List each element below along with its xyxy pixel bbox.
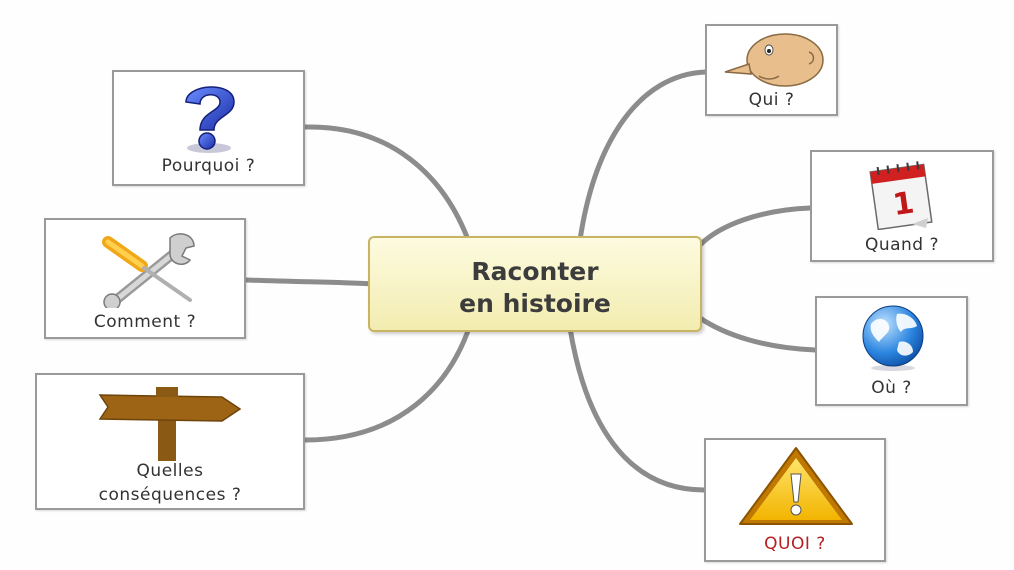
connector-comment <box>243 277 375 287</box>
node-pourquoi[interactable]: Pourquoi ? <box>112 70 305 186</box>
connector-consequences <box>302 322 473 443</box>
connector-quand <box>697 205 813 248</box>
label-qui: Qui ? <box>748 90 795 110</box>
warning-icon <box>739 447 853 525</box>
tools-icon <box>102 233 195 308</box>
label-pourquoi: Pourquoi ? <box>161 156 256 176</box>
central-topic[interactable]: Raconter en histoire <box>368 236 702 332</box>
node-qui[interactable]: Qui ? <box>705 24 838 116</box>
label-comment: Comment ? <box>93 312 197 332</box>
calendar-icon: 1 <box>869 161 933 230</box>
signpost-icon <box>98 387 242 461</box>
svg-text:1: 1 <box>891 185 917 223</box>
central-title-line1: Raconter <box>471 257 599 286</box>
question-mark-icon <box>185 86 235 153</box>
connector-qui <box>577 69 708 243</box>
label-consequences-line1: Quelles <box>136 461 204 481</box>
node-consequences[interactable]: Quelles conséquences ? <box>35 373 305 510</box>
connector-quoi <box>567 325 707 493</box>
node-quand[interactable]: 1 Quand ? <box>810 150 994 262</box>
node-ou[interactable]: Où ? <box>815 296 968 406</box>
label-ou: Où ? <box>871 378 912 398</box>
label-consequences-line2: conséquences ? <box>98 485 242 505</box>
connector-ou <box>697 315 818 353</box>
label-quand: Quand ? <box>864 235 940 255</box>
face-icon <box>724 33 824 87</box>
central-title-line2: en histoire <box>459 289 611 318</box>
connector-pourquoi <box>302 124 473 248</box>
label-quoi: QUOI ? <box>764 534 826 554</box>
node-comment[interactable]: Comment ? <box>44 218 246 339</box>
node-quoi[interactable]: QUOI ? <box>704 438 886 562</box>
globe-icon <box>862 305 924 371</box>
